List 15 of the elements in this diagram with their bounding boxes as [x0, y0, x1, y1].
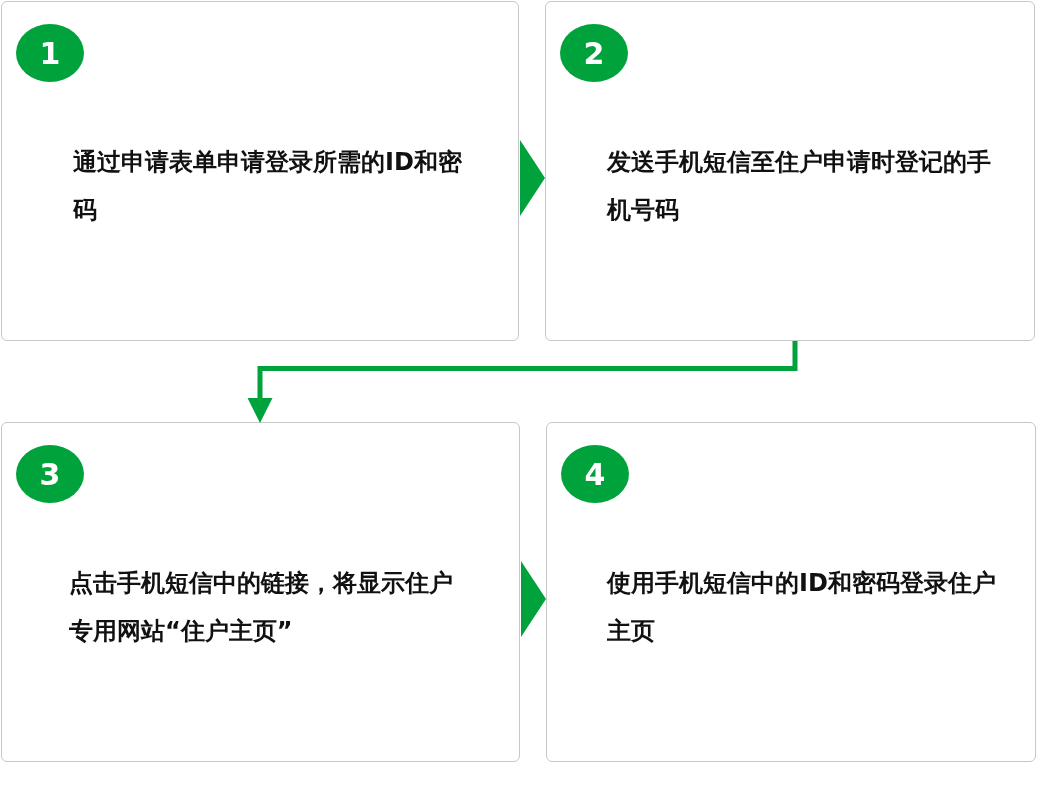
step-card: [1, 1, 519, 341]
step-description: 使用手机短信中的ID和密码登录住户主页: [607, 568, 997, 647]
step-description: 发送手机短信至住户申请时登记的手机号码: [607, 147, 992, 226]
step-card: [546, 422, 1036, 762]
step-description: 通过申请表单申请登录所需的ID和密码: [73, 147, 463, 226]
step-card: [545, 1, 1035, 341]
step-number-badge: 3: [16, 445, 84, 503]
step-number-badge: 4: [561, 445, 629, 503]
arrow: [521, 561, 546, 637]
arrow: [247, 341, 798, 423]
step-card: [1, 422, 520, 762]
arrow: [520, 140, 545, 216]
step-number-badge: 2: [560, 24, 628, 82]
step-description: 点击手机短信中的链接，将显示住户专用网站“住户主页”: [69, 568, 454, 647]
step-number-badge: 1: [16, 24, 84, 82]
